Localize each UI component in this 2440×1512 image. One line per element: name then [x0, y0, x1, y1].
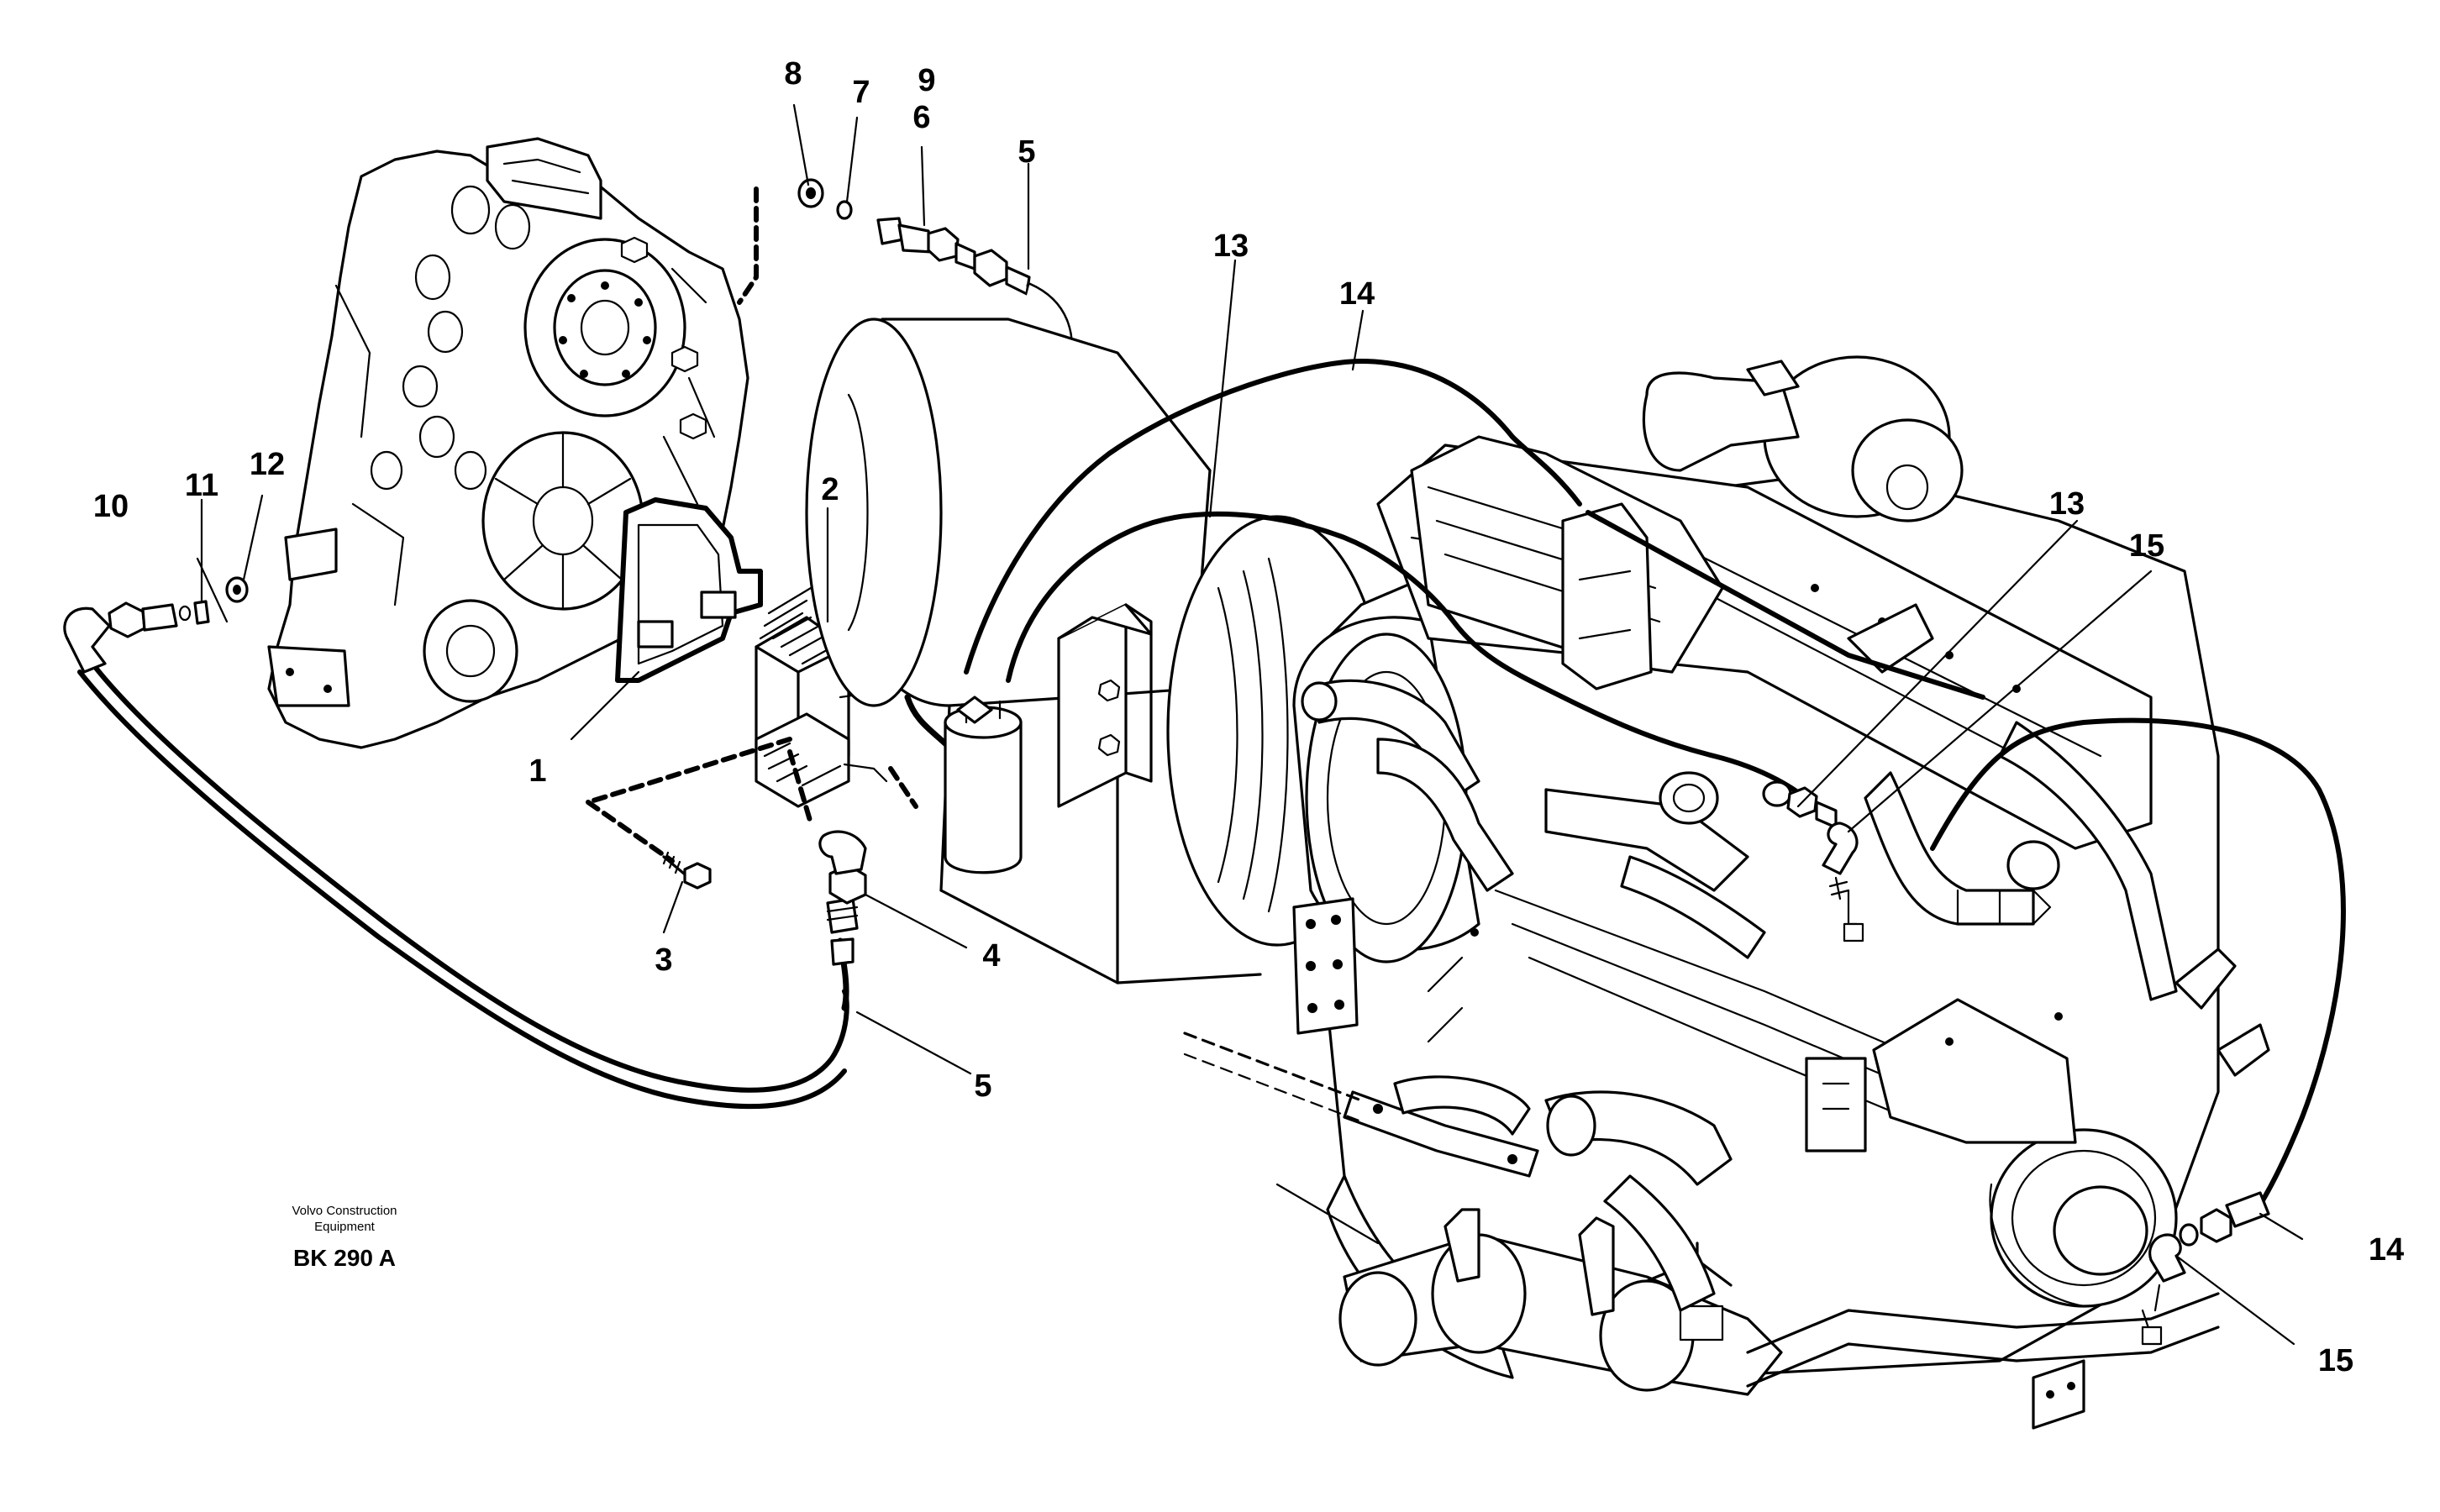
- callout-15-lower: 15: [2318, 1343, 2353, 1378]
- valve-block: [1057, 603, 1153, 808]
- callout-9: 9: [918, 63, 935, 98]
- bolt-3: [662, 851, 712, 890]
- callout-5-upper: 5: [1018, 134, 1035, 170]
- callout-4: 4: [982, 938, 1000, 974]
- transmission-housing: [267, 137, 749, 749]
- callout-13-upper: 13: [1213, 228, 1249, 264]
- caption-company-line2: Equipment: [314, 1220, 376, 1234]
- callout-7: 7: [852, 75, 870, 110]
- callout-12: 12: [250, 447, 285, 482]
- callout-3: 3: [655, 942, 672, 978]
- caption: Volvo Construction Equipment BK 290 A: [292, 1204, 397, 1271]
- callout-2: 2: [821, 472, 839, 507]
- fittings-engine: [1762, 780, 2270, 1312]
- callout-10: 10: [93, 489, 129, 524]
- fittings-upper: [797, 178, 1031, 296]
- callout-labels: 1 2 3 4 5 5 6 7 8 9 10 11 12 13 13 14 14…: [93, 56, 2404, 1378]
- mounting-bracket: [615, 497, 763, 683]
- caption-company-line1: Volvo Construction: [292, 1204, 397, 1218]
- filter-canister: [944, 696, 1023, 874]
- callout-8: 8: [784, 56, 802, 92]
- callout-5-lower: 5: [974, 1068, 991, 1104]
- caption-code: BK 290 A: [293, 1245, 396, 1271]
- callout-11: 11: [185, 468, 218, 503]
- leader-lines: [196, 103, 2304, 1346]
- pipe-13: [1006, 511, 1817, 809]
- callout-14-lower: 14: [2369, 1232, 2404, 1268]
- callout-15-upper: 15: [2129, 528, 2164, 564]
- mounting-dashed-lines: [586, 186, 918, 864]
- pipe-14: [964, 359, 2346, 1221]
- callout-14-upper: 14: [1339, 276, 1375, 312]
- callout-13-right: 13: [2049, 486, 2085, 522]
- engine: [1166, 355, 2270, 1430]
- callout-1: 1: [528, 753, 546, 789]
- callout-6: 6: [912, 100, 930, 135]
- converter-housing: [805, 318, 1262, 984]
- pipe-10-to-5: [63, 576, 867, 1110]
